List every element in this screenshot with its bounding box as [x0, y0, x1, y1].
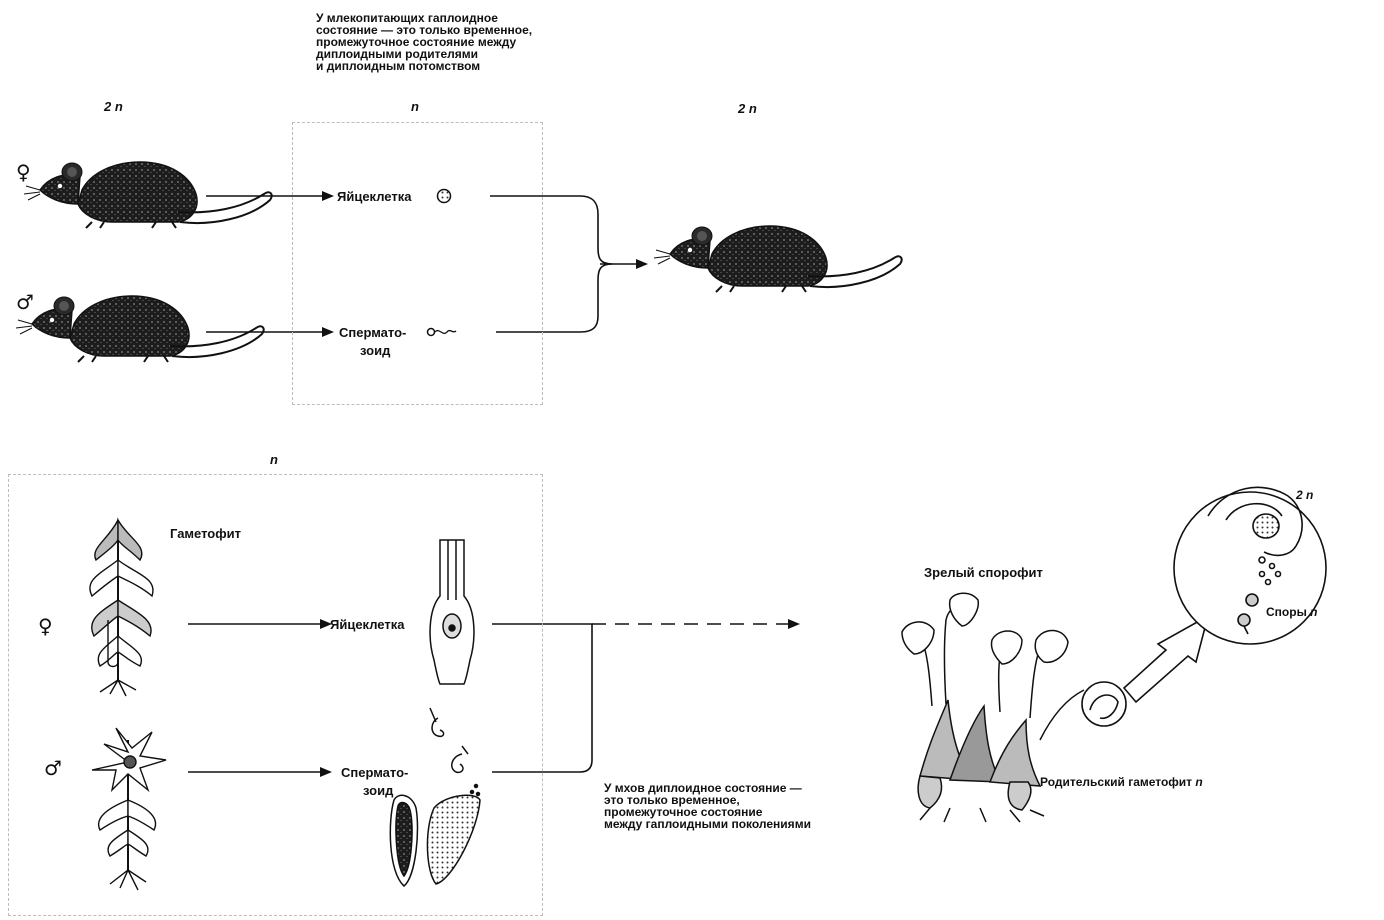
spores-text: Споры	[1266, 605, 1307, 619]
sperm-label-line1: Спермато-	[339, 326, 406, 339]
capsule-magnification-highlight	[1082, 682, 1126, 726]
egg-label: Яйцеклетка	[337, 190, 411, 203]
capsule-detail-circle	[1174, 487, 1326, 644]
moss-male-symbol: ♂	[44, 756, 62, 780]
parent-gametophyte-ploidy: n	[1195, 775, 1202, 789]
spores-label: Споры n	[1266, 606, 1318, 619]
spores-ploidy: n	[1310, 605, 1317, 619]
mammal-gamete-box	[292, 122, 543, 405]
moss-female-symbol: ♀	[38, 614, 53, 638]
female-symbol: ♀	[16, 160, 31, 184]
offspring-ploidy-label: 2 n	[738, 101, 757, 116]
gametes-ploidy-label: n	[411, 99, 419, 114]
parent-gametophyte-text: Родительский гаметофит	[1040, 775, 1192, 789]
offspring-mouse-illustration	[654, 226, 902, 292]
female-mouse-illustration	[24, 162, 272, 228]
moss-sperm-label-line2: зоид	[363, 784, 393, 797]
male-symbol: ♂	[16, 290, 34, 314]
parents-ploidy-label: 2 n	[104, 99, 123, 114]
parent-gametophyte-label: Родительский гаметофит n	[1040, 776, 1203, 789]
male-mouse-illustration	[16, 296, 264, 362]
moss-note: У мхов диплоидное состояние — это только…	[604, 782, 811, 830]
gametophyte-ploidy-label: n	[270, 452, 278, 467]
gametophyte-label: Гаметофит	[170, 527, 241, 540]
moss-egg-label: Яйцеклетка	[330, 618, 404, 631]
capsule-ploidy-label: 2 n	[1296, 488, 1313, 502]
moss-gametophyte-box	[8, 474, 543, 916]
sperm-label-line2: зоид	[360, 344, 390, 357]
sporophyte-label: Зрелый спорофит	[924, 566, 1043, 579]
magnification-arrow	[1124, 616, 1208, 702]
mammal-note: У млекопитающих гаплоидное состояние — э…	[316, 12, 532, 72]
moss-sperm-label-line1: Спермато-	[341, 766, 408, 779]
